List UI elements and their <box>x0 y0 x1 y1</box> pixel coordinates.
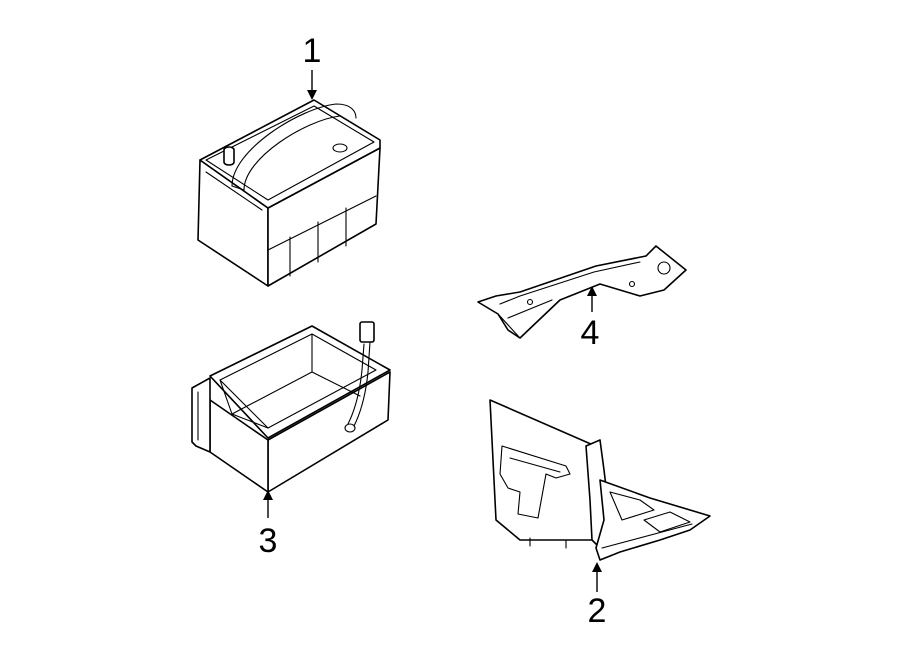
callout-number-3: 3 <box>259 522 278 560</box>
callout-3: 3 <box>259 490 278 560</box>
battery-insulator-box <box>191 321 391 493</box>
battery-tray <box>489 399 711 561</box>
callout-2: 2 <box>588 562 607 630</box>
callout-number-1: 1 <box>303 32 322 70</box>
callout-1: 1 <box>303 32 322 100</box>
callout-number-2: 2 <box>588 592 607 630</box>
callout-4: 4 <box>581 286 600 352</box>
hold-down-bracket <box>477 245 687 339</box>
callout-number-4: 4 <box>581 314 600 352</box>
battery <box>197 99 381 287</box>
